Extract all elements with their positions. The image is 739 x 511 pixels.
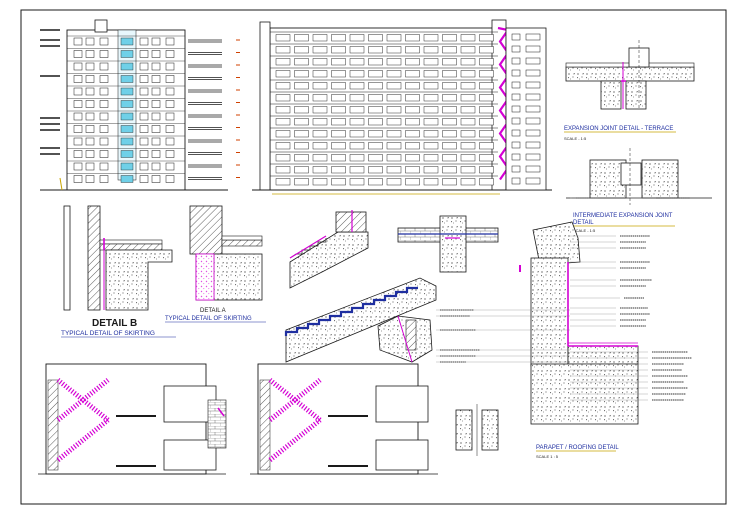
parapet-scale: SCALE 1 : 5 — [536, 454, 559, 459]
stair-detail-upper — [289, 210, 369, 289]
skirting-detail-a: DETAIL A TYPICAL DETAIL OF SKIRTING — [165, 205, 266, 323]
parapet-title: PARAPET / ROOFING DETAIL — [536, 445, 619, 451]
intermediate-expansion-joint-detail: INTERMEDIATE EXPANSION JOINT DETAIL SCAL… — [566, 148, 712, 233]
detail-a-title: DETAIL A — [200, 308, 226, 314]
exp-inter-title-2: DETAIL — [573, 220, 594, 226]
side-elevation — [252, 19, 552, 195]
stair-detail-lower — [284, 277, 437, 363]
stair-section-left — [38, 363, 227, 475]
stair-detail-nosing — [397, 215, 499, 273]
exp-terrace-title: EXPANSION JOINT DETAIL - TERRACE — [564, 126, 673, 132]
exp-inter-title-1: INTERMEDIATE EXPANSION JOINT — [573, 213, 673, 219]
parapet-roofing-detail: PARAPET / ROOFING DETAIL SCALE 1 : 5 — [519, 221, 639, 459]
detail-b-title: DETAIL B — [92, 318, 137, 329]
exp-inter-scale: SCALE - 1:5 — [573, 228, 596, 233]
column-detail — [455, 404, 499, 456]
detail-a-subtitle: TYPICAL DETAIL OF SKIRTING — [165, 316, 252, 322]
sheet-border — [20, 9, 727, 505]
annotation-leaders — [436, 197, 692, 401]
exp-terrace-scale: SCALE - 1:5 — [564, 136, 587, 141]
expansion-joint-terrace-detail: EXPANSION JOINT DETAIL - TERRACE SCALE -… — [564, 40, 695, 141]
wall-joint-detail — [377, 315, 433, 363]
detail-b-subtitle: TYPICAL DETAIL OF SKIRTING — [61, 330, 155, 337]
skirting-detail-b: DETAIL B TYPICAL DETAIL OF SKIRTING — [61, 205, 176, 338]
front-elevation — [40, 19, 240, 191]
stair-section-right — [250, 363, 438, 475]
